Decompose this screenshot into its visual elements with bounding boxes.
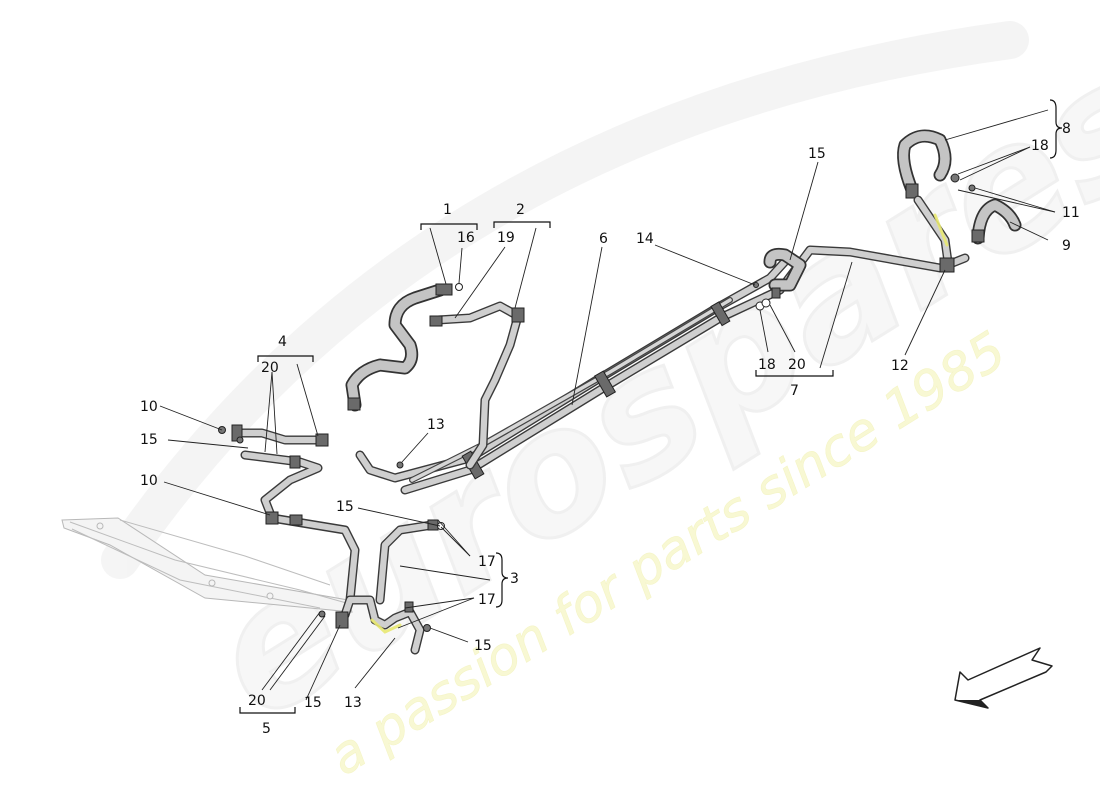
callout-13-bottom: 13 [344,695,362,711]
callout-18-top: 18 [1031,138,1049,154]
bracket-3 [495,552,509,608]
callout-20-right: 20 [788,357,806,373]
pipe-assembly-4 [231,424,360,605]
watermark: eurospares a passion for parts since 198… [101,19,1100,788]
bolt-13-upper [396,461,404,469]
callout-5: 5 [262,721,271,737]
callout-19: 19 [497,230,515,246]
leader-lines [159,99,1063,714]
callout-10-bottom: 10 [140,473,158,489]
bolt-14 [753,282,759,288]
bracket-2 [493,221,551,228]
callout-4: 4 [278,334,287,350]
right-hose-cluster [755,129,1022,311]
bracket-1 [420,223,478,230]
callout-8: 8 [1062,121,1071,137]
callout-2: 2 [516,202,525,218]
ghost-subframe [61,517,353,613]
direction-arrow-icon [954,647,1053,709]
callout-11: 11 [1062,205,1080,221]
hose-assembly-1 [345,283,463,412]
callout-15-bottom: 15 [304,695,322,711]
callout-labels: 1 16 2 19 6 14 15 18 20 7 8 18 11 9 12 4… [140,121,1080,737]
bracket-8 [1049,99,1063,159]
bracket-7 [755,370,834,377]
callout-10-top: 10 [140,399,158,415]
callout-17-top: 17 [478,554,496,570]
callout-18-bottom: 18 [758,357,776,373]
callout-17-bottom: 17 [478,592,496,608]
callout-20-bottom: 20 [248,693,266,709]
callout-1: 1 [443,202,452,218]
callout-7: 7 [790,383,799,399]
callout-15-left: 15 [140,432,158,448]
callout-9: 9 [1062,238,1071,254]
bracket-4 [257,355,314,362]
callout-15-top: 15 [808,146,826,162]
bracket-5 [239,707,296,714]
callout-20-left: 20 [261,360,279,376]
callout-15-lower-right: 15 [474,638,492,654]
pipe-assembly-3 [335,519,439,655]
small-fittings [218,282,759,632]
callout-12: 12 [891,358,909,374]
callout-13-top: 13 [427,417,445,433]
callout-3: 3 [510,571,519,587]
callout-16: 16 [457,230,475,246]
callout-15-middle: 15 [336,499,354,515]
callout-14: 14 [636,231,654,247]
pipe-assembly-2 [429,301,525,470]
callout-6: 6 [599,231,608,247]
